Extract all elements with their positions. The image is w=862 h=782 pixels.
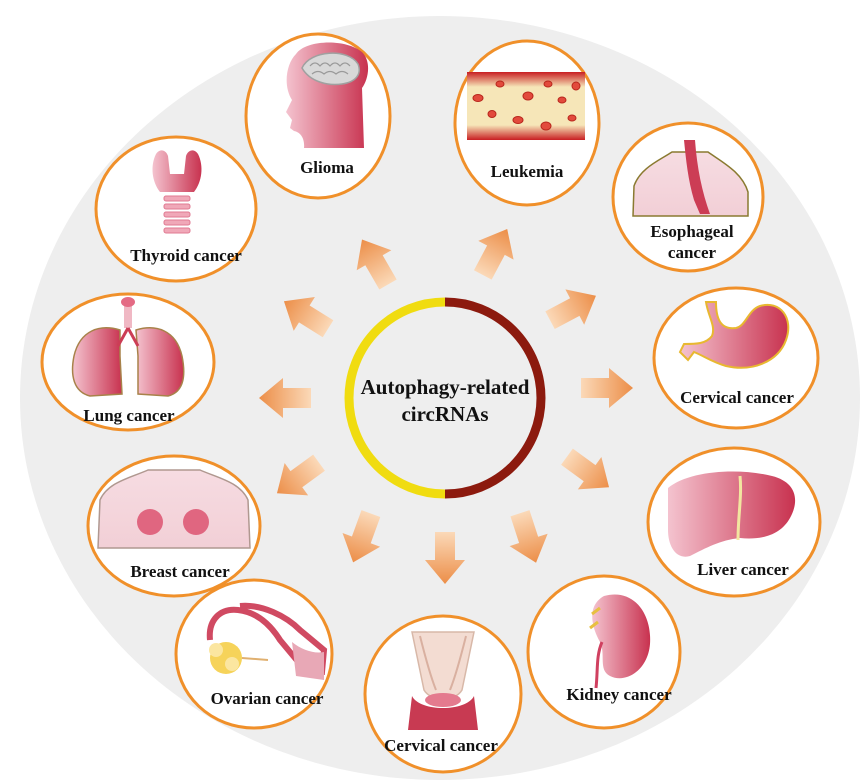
node-label: Esophageal — [650, 222, 733, 241]
node-thyroid: Thyroid cancer — [96, 137, 256, 281]
node-kidney: Kidney cancer — [528, 576, 680, 728]
node-label: Glioma — [300, 158, 354, 177]
node-label: Cervical cancer — [384, 736, 498, 755]
breast-icon — [98, 470, 250, 548]
node-label: Kidney cancer — [566, 685, 672, 704]
node-label: Thyroid cancer — [130, 246, 242, 265]
node-ovarian: Ovarian cancer — [176, 580, 332, 728]
node-gastric: Cervical cancer — [654, 288, 818, 428]
node-cervical: Cervical cancer — [365, 616, 521, 772]
node-esophageal: Esophageal cancer — [613, 123, 763, 271]
center-title-line1: Autophagy-related — [361, 375, 530, 399]
node-leukemia: Leukemia — [455, 41, 599, 205]
blood-cells-icon — [467, 72, 585, 140]
node-liver: Liver cancer — [648, 448, 820, 596]
node-label-line2: cancer — [668, 243, 717, 262]
center-title-line2: circRNAs — [401, 402, 488, 426]
node-glioma: Glioma — [246, 34, 390, 198]
brain-icon — [286, 42, 368, 148]
node-label: Breast cancer — [130, 562, 230, 581]
node-label: Lung cancer — [83, 406, 175, 425]
node-label: Liver cancer — [697, 560, 789, 579]
node-lung: Lung cancer — [42, 294, 214, 430]
node-label: Leukemia — [491, 162, 564, 181]
node-label: Ovarian cancer — [211, 689, 324, 708]
node-label: Cervical cancer — [680, 388, 794, 407]
node-breast: Breast cancer — [88, 456, 260, 596]
